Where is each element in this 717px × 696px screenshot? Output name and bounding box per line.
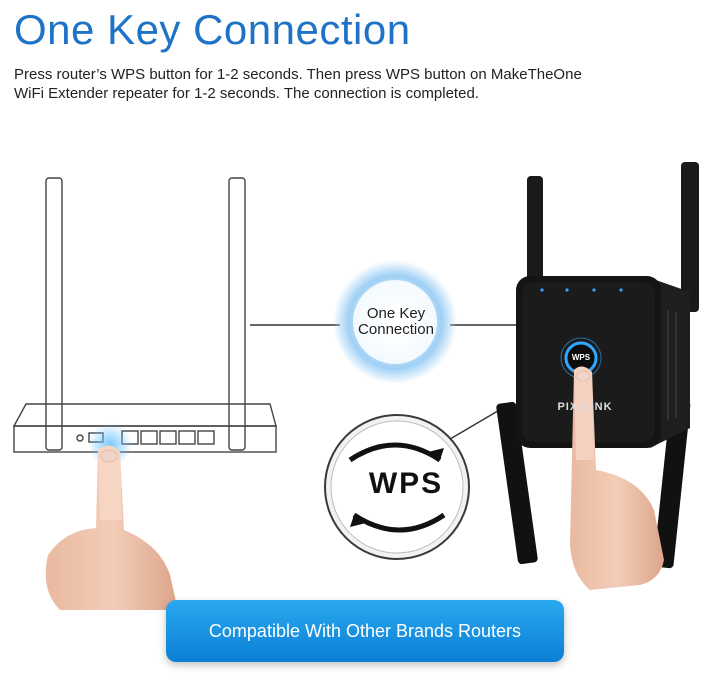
router-port-2 [140, 430, 158, 445]
wps-badge-circle [324, 414, 470, 560]
left-hand [45, 445, 178, 610]
wifi-extender [496, 162, 699, 569]
router-port-4 [178, 430, 196, 445]
instruction-text: Press router’s WPS button for 1-2 second… [14, 65, 694, 103]
instruction-line-2: WiFi Extender repeater for 1-2 seconds. … [14, 85, 479, 102]
antenna-bottom-left [496, 401, 538, 565]
center-label-line-2: Connection [358, 321, 434, 338]
arrow-bottom-icon [352, 512, 446, 533]
page-title: One Key Connection [14, 6, 411, 53]
router-port-5 [197, 430, 215, 445]
antenna-bottom-right [653, 399, 691, 569]
antenna-top-left [527, 176, 543, 296]
router-port-3 [159, 430, 177, 445]
router [12, 177, 277, 453]
antenna-top-right [681, 162, 699, 312]
extender-brand: PIX-LINK [557, 401, 613, 413]
router-antenna-left [45, 177, 63, 451]
wps-badge-label: WPS [368, 467, 444, 500]
instruction-line-1: Press router’s WPS button for 1-2 second… [14, 66, 582, 83]
router-led [76, 434, 84, 442]
router-antenna-right [228, 177, 246, 451]
banner-text: Compatible With Other Brands Routers [208, 621, 522, 641]
extender-wps-label: WPS [571, 353, 591, 362]
right-hand [570, 366, 664, 590]
router-front [13, 425, 277, 453]
center-label-line-1: One Key [366, 305, 426, 322]
one-key-connection-label: One Key Connection [336, 306, 456, 338]
router-top [12, 403, 277, 427]
compatibility-banner: Compatible With Other Brands Routers [166, 600, 564, 662]
arrow-top-icon [348, 442, 442, 463]
